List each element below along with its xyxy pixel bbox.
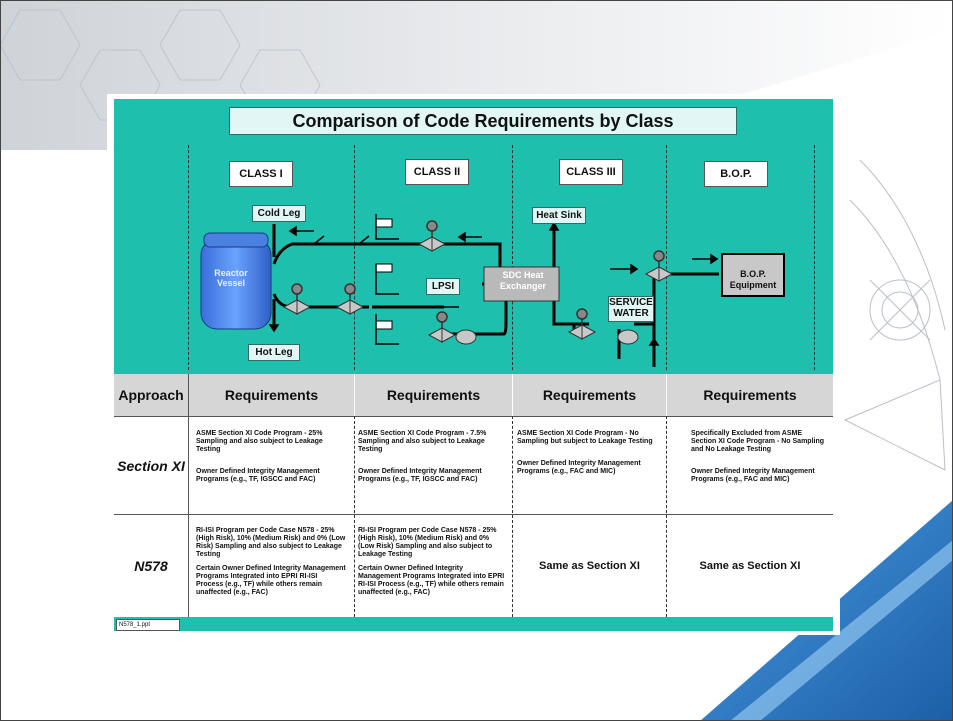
- class-divider-left: [188, 145, 189, 370]
- row-label-n578: N578: [134, 558, 168, 574]
- row-label-section-xi: Section XI: [117, 457, 185, 474]
- cold-leg-tag: Cold Leg: [252, 205, 306, 222]
- table-rule: [114, 514, 833, 515]
- cell-text: Owner Defined Integrity Management Progr…: [196, 468, 320, 483]
- class-3-label: CLASS III: [559, 159, 623, 185]
- cell-text: Owner Defined Integrity Management Progr…: [517, 460, 641, 475]
- class-divider-2: [512, 145, 513, 370]
- requirements-table: Approach Requirements Requirements Requi…: [114, 374, 833, 617]
- heat-sink-tag: Heat Sink: [532, 207, 586, 224]
- cell-sectionxi-class-2: ASME Section XI Code Program - 7.5% Samp…: [358, 430, 506, 498]
- cell-text: Specifically Excluded from ASME Section …: [691, 430, 825, 453]
- reactor-vessel-label: Reactor Vessel: [214, 268, 248, 288]
- requirements-header-bop: Requirements: [667, 374, 833, 416]
- class-2-label: CLASS II: [405, 159, 469, 185]
- cell-text: ASME Section XI Code Program - 25% Sampl…: [196, 430, 323, 453]
- cell-text: Owner Defined Integrity Management Progr…: [358, 468, 482, 483]
- class-divider-1: [354, 145, 355, 370]
- hot-leg-tag: Hot Leg: [248, 344, 300, 361]
- class-1-label: CLASS I: [229, 161, 293, 187]
- service-water-tag: SERVICE WATER: [608, 296, 654, 322]
- class-divider-3: [666, 145, 667, 370]
- cell-sectionxi-bop: Specifically Excluded from ASME Section …: [691, 430, 829, 498]
- table-divider: [354, 416, 355, 617]
- table-rule: [188, 374, 189, 617]
- cell-text: RI-ISI Program per Code Case N578 - 25% …: [196, 527, 346, 558]
- cell-text: ASME Section XI Code Program - No Sampli…: [517, 430, 653, 445]
- slide-title: Comparison of Code Requirements by Class: [229, 107, 737, 135]
- bop-label: B.O.P.: [704, 161, 768, 187]
- approach-header: Approach: [114, 374, 188, 416]
- cell-n578-class-1: RI-ISI Program per Code Case N578 - 25% …: [196, 527, 346, 611]
- file-name-tag: N578_1.ppt: [116, 619, 180, 631]
- cell-n578-bop: Same as Section XI: [699, 560, 801, 572]
- class-divider-right: [814, 145, 815, 370]
- cell-n578-class-2: RI-ISI Program per Code Case N578 - 25% …: [358, 527, 506, 611]
- requirements-header-class-1: Requirements: [189, 374, 354, 416]
- cell-text: Certain Owner Defined Integrity Manageme…: [196, 565, 346, 596]
- sdc-heat-exchanger-label: SDC Heat Exchanger: [499, 270, 547, 291]
- table-divider: [666, 416, 667, 617]
- cell-sectionxi-class-3: ASME Section XI Code Program - No Sampli…: [517, 430, 661, 490]
- requirements-header-class-3: Requirements: [513, 374, 666, 416]
- piping-diagram: [200, 214, 785, 367]
- cell-text: Certain Owner Defined Integrity Manageme…: [358, 565, 505, 596]
- cell-sectionxi-class-1: ASME Section XI Code Program - 25% Sampl…: [196, 430, 346, 498]
- cell-text: RI-ISI Program per Code Case N578 - 25% …: [358, 527, 497, 558]
- reactor-vessel-shape: [200, 232, 272, 330]
- requirements-header-class-2: Requirements: [355, 374, 512, 416]
- table-rule: [114, 416, 833, 417]
- bop-equipment-label: B.O.P. Equipment: [729, 269, 777, 290]
- cell-n578-class-3: Same as Section XI: [539, 560, 640, 572]
- cell-text: ASME Section XI Code Program - 7.5% Samp…: [358, 430, 487, 453]
- lpsi-tag: LPSI: [426, 278, 460, 295]
- cell-text: Owner Defined Integrity Management Progr…: [691, 468, 815, 483]
- table-divider: [512, 416, 513, 617]
